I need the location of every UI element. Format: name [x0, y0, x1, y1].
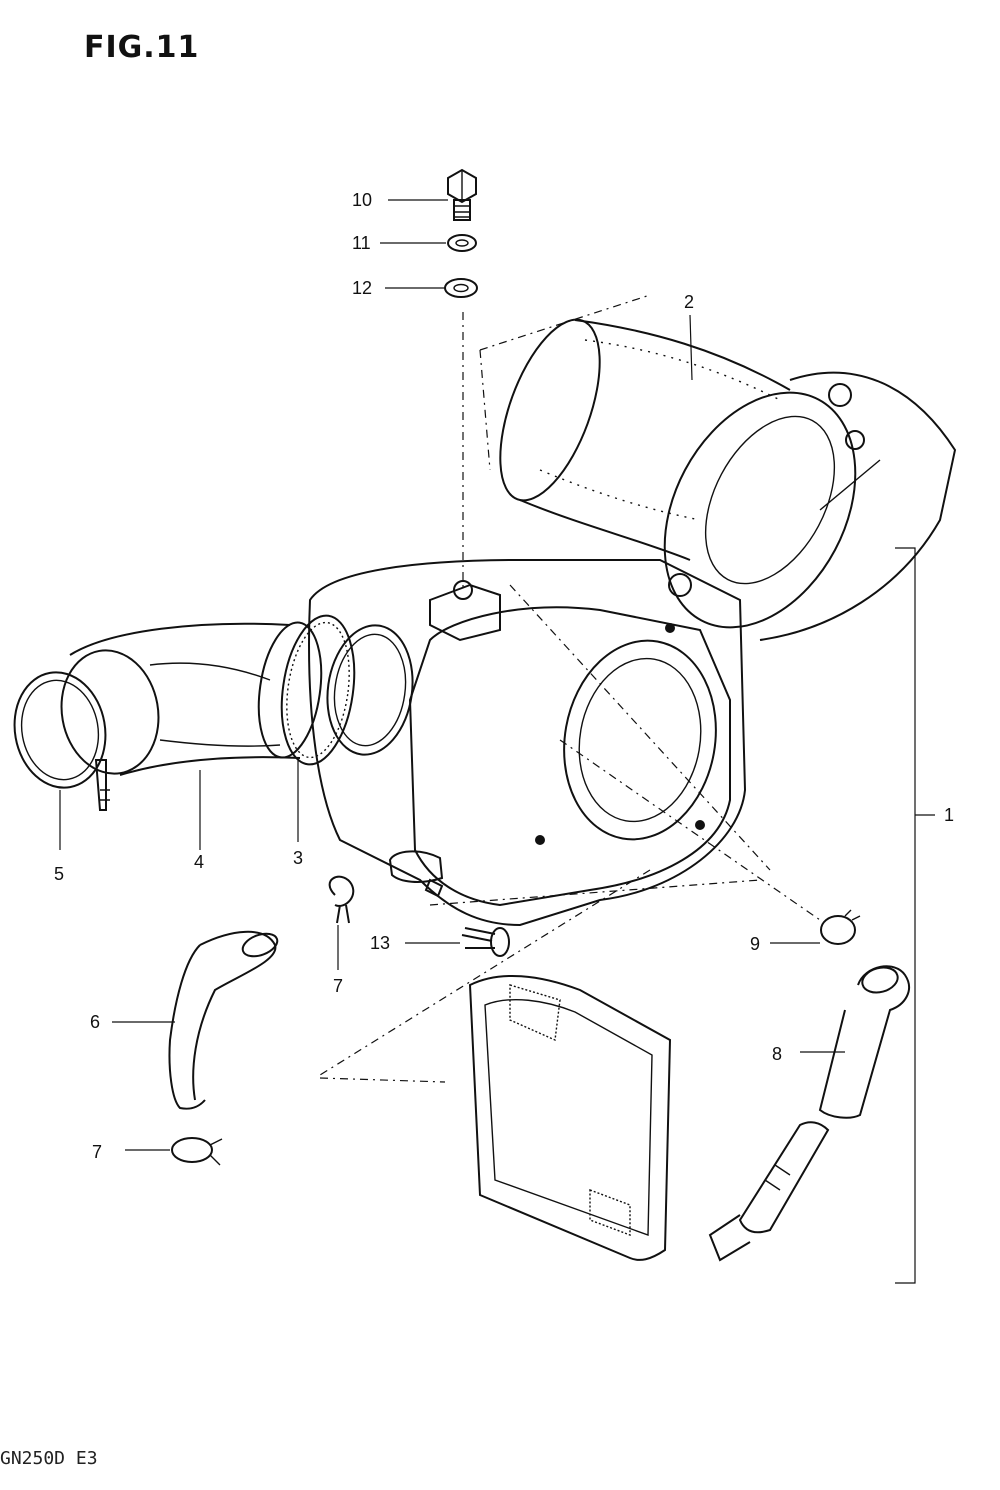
lock-washer-part-11: [447, 234, 477, 252]
callout-7-upper: 7: [333, 976, 343, 996]
clip-part-7-upper: [328, 875, 355, 924]
callout-3: 3: [293, 848, 303, 868]
callout-5: 5: [54, 864, 64, 884]
air-cleaner-case-part-1: [308, 559, 747, 927]
callout-2: 2: [684, 292, 694, 312]
hose-part-6: [168, 930, 279, 1110]
circlip-part-9: [820, 909, 861, 945]
callout-13: 13: [370, 933, 390, 953]
clamp-part-5: [13, 671, 110, 811]
assembly-bracket-part-1: [895, 547, 935, 1284]
reference-line-b: [559, 739, 821, 921]
reference-line-a: [509, 584, 771, 871]
gasket-ring: [326, 624, 414, 756]
drain-tube-part-8: [708, 965, 910, 1262]
callout-12: 12: [352, 278, 372, 298]
callout-10: 10: [352, 190, 372, 210]
intake-boot-part-4: [60, 621, 323, 776]
filter-mesh-panel: [468, 975, 672, 1261]
filter-element-part-2: [499, 318, 957, 641]
seal-ring-part-3: [280, 614, 356, 766]
callout-11: 11: [352, 233, 371, 253]
leader-lines: [59, 199, 845, 1151]
figure-title: FIG.11: [84, 30, 200, 65]
callout-1: 1: [944, 805, 954, 825]
model-code-footer: GN250D E3: [0, 1448, 98, 1469]
assembly-outline-upper: [479, 294, 651, 471]
reference-line-e: [319, 1077, 446, 1083]
callout-8: 8: [772, 1044, 782, 1064]
callout-7-lower: 7: [92, 1142, 102, 1162]
bolt-part-10: [447, 168, 477, 221]
reference-line-c: [319, 869, 651, 1076]
clip-part-7-lower: [171, 1137, 223, 1166]
callout-9: 9: [750, 934, 760, 954]
screw-part-13: [461, 927, 510, 957]
callout-4: 4: [194, 852, 204, 872]
washer-part-12: [444, 278, 478, 298]
callout-6: 6: [90, 1012, 100, 1032]
reference-line-d: [429, 879, 761, 906]
